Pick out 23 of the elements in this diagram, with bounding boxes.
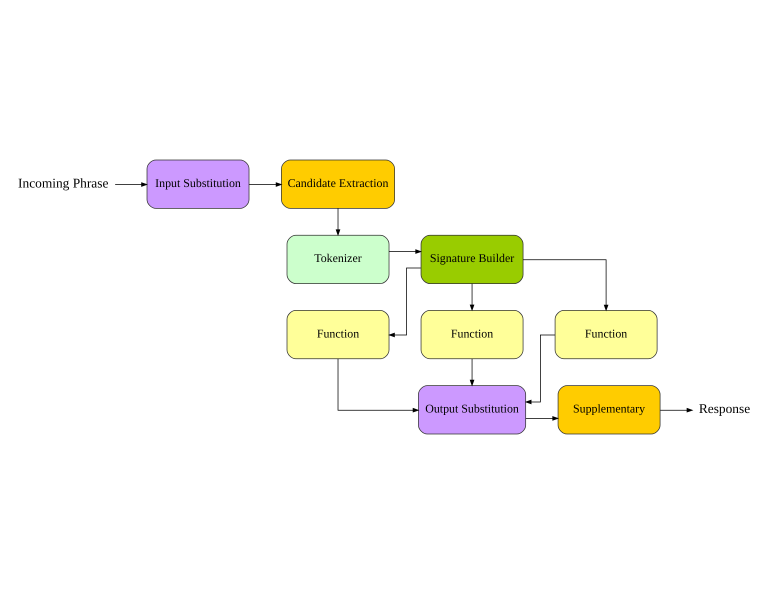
arrow bbox=[388, 268, 422, 338]
node-box: Supplementary bbox=[558, 385, 660, 434]
node-box: Input Substitution bbox=[146, 160, 250, 209]
arrow bbox=[470, 283, 474, 312]
arrow bbox=[522, 259, 608, 312]
arrow bbox=[388, 249, 422, 254]
arrow bbox=[338, 358, 420, 413]
node-box: Signature Builder bbox=[420, 234, 524, 284]
node-box: Function bbox=[554, 310, 658, 360]
arrow bbox=[470, 358, 474, 387]
node-box: Function bbox=[420, 310, 524, 360]
arrow bbox=[524, 334, 556, 404]
arrow bbox=[660, 408, 694, 413]
arrow bbox=[248, 182, 282, 187]
node-text: Response bbox=[698, 401, 750, 416]
arrow bbox=[525, 416, 560, 421]
node-box: Candidate Extraction bbox=[281, 160, 395, 209]
arrow bbox=[114, 182, 148, 187]
node-box: Function bbox=[286, 310, 390, 360]
arrow bbox=[336, 208, 340, 236]
node-box: Output Substitution bbox=[418, 385, 526, 434]
node-text: Incoming Phrase bbox=[18, 175, 108, 190]
node-box: Tokenizer bbox=[286, 234, 390, 284]
